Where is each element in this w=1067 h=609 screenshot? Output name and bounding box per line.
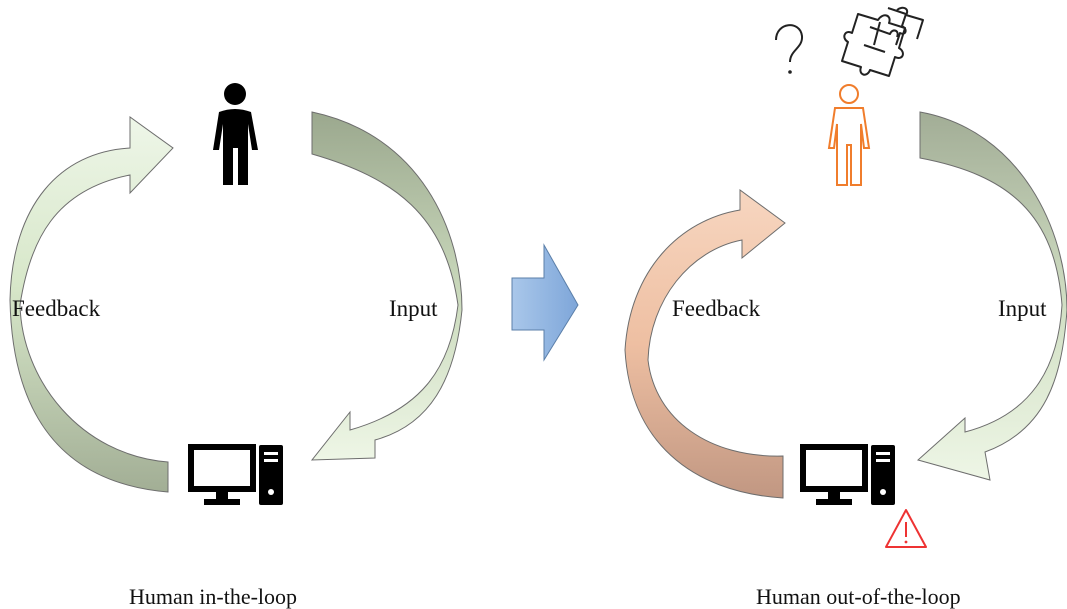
right-input-arrow: [916, 111, 1067, 481]
computer-icon: [800, 444, 895, 505]
right-feedback-arrow: [624, 189, 786, 499]
left-feedback-arrow: [9, 116, 174, 493]
computer-icon: [188, 444, 283, 505]
left-loop: Feedback Input Human in-the-loop: [9, 83, 463, 609]
left-input-label: Input: [389, 296, 438, 321]
person-icon: [213, 83, 258, 185]
left-feedback-label: Feedback: [12, 296, 101, 321]
puzzle-icon: [841, 6, 924, 77]
person-icon: [827, 84, 871, 186]
left-caption: Human in-the-loop: [129, 584, 297, 609]
right-loop: Feedback Input Human out-of-the-loop: [624, 6, 1067, 609]
right-caption: Human out-of-the-loop: [756, 584, 961, 609]
question-mark-icon: [775, 24, 804, 74]
left-input-arrow: [310, 111, 463, 461]
warning-icon: [885, 509, 927, 548]
transition-arrow: [511, 243, 579, 362]
right-input-label: Input: [998, 296, 1047, 321]
right-feedback-label: Feedback: [672, 296, 761, 321]
